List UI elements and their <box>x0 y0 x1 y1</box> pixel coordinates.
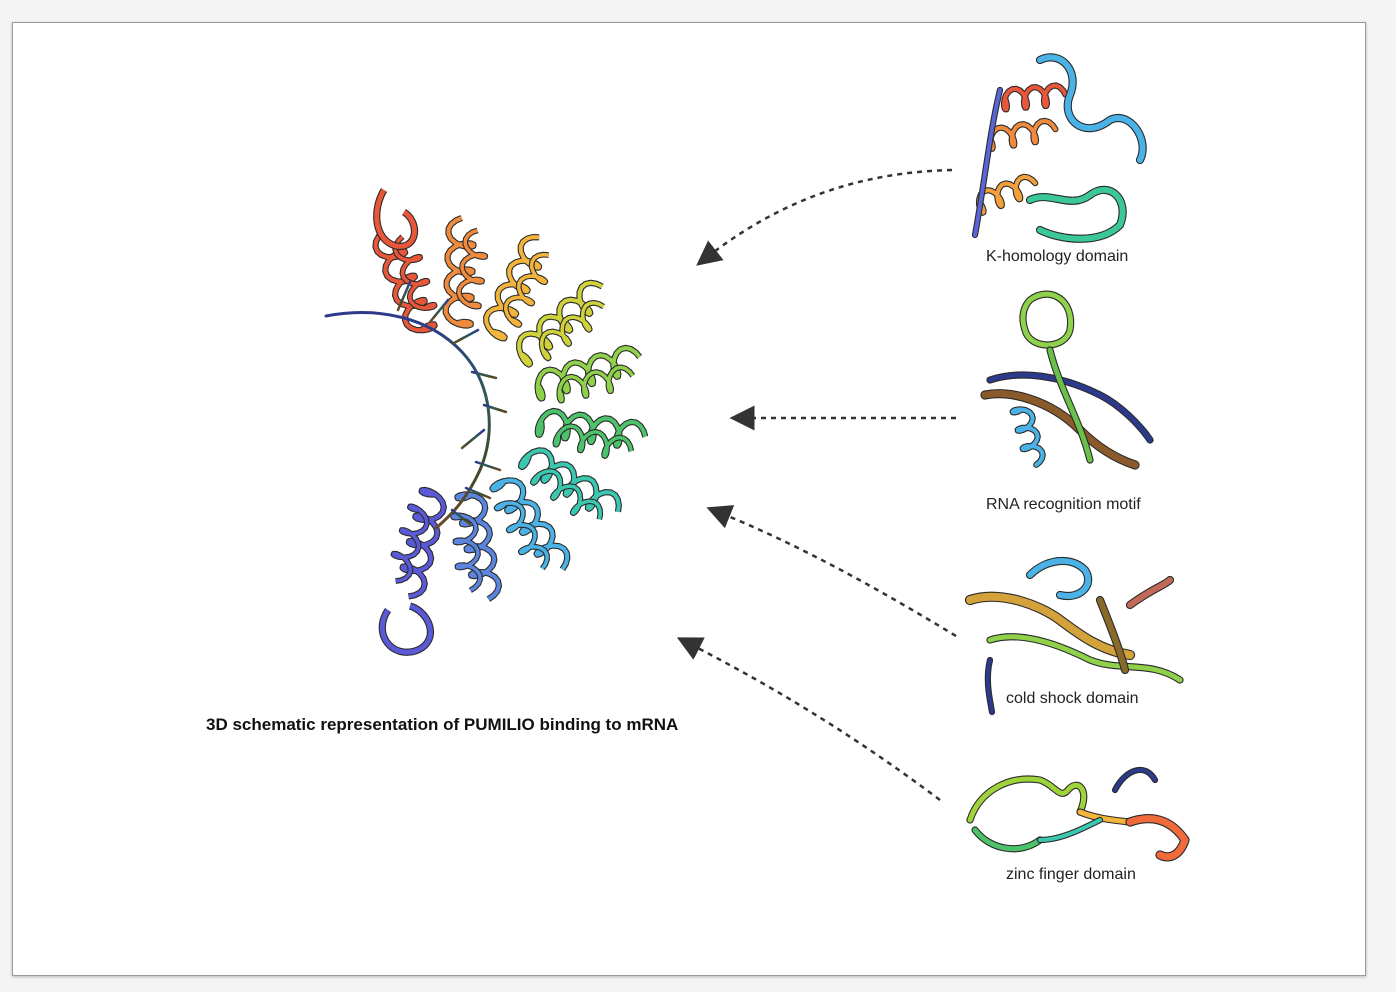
rrm-structure <box>980 290 1154 470</box>
zinc-finger-structure <box>966 767 1190 862</box>
pumilio-protein-structure <box>372 188 649 656</box>
main-caption: 3D schematic representation of PUMILIO b… <box>206 715 679 734</box>
k-homology-structure <box>971 53 1147 243</box>
label-rrm: RNA recognition motif <box>986 496 1141 513</box>
arrow-znf <box>676 637 941 802</box>
label-zinc-finger: zinc finger domain <box>1006 866 1136 883</box>
arrow-kh <box>696 168 953 266</box>
label-k-homology: K-homology domain <box>986 248 1129 265</box>
cold-shock-structure <box>964 556 1184 716</box>
mrna-strand <box>324 280 508 530</box>
arrow-csd <box>706 505 957 638</box>
label-cold-shock: cold shock domain <box>1006 690 1139 707</box>
